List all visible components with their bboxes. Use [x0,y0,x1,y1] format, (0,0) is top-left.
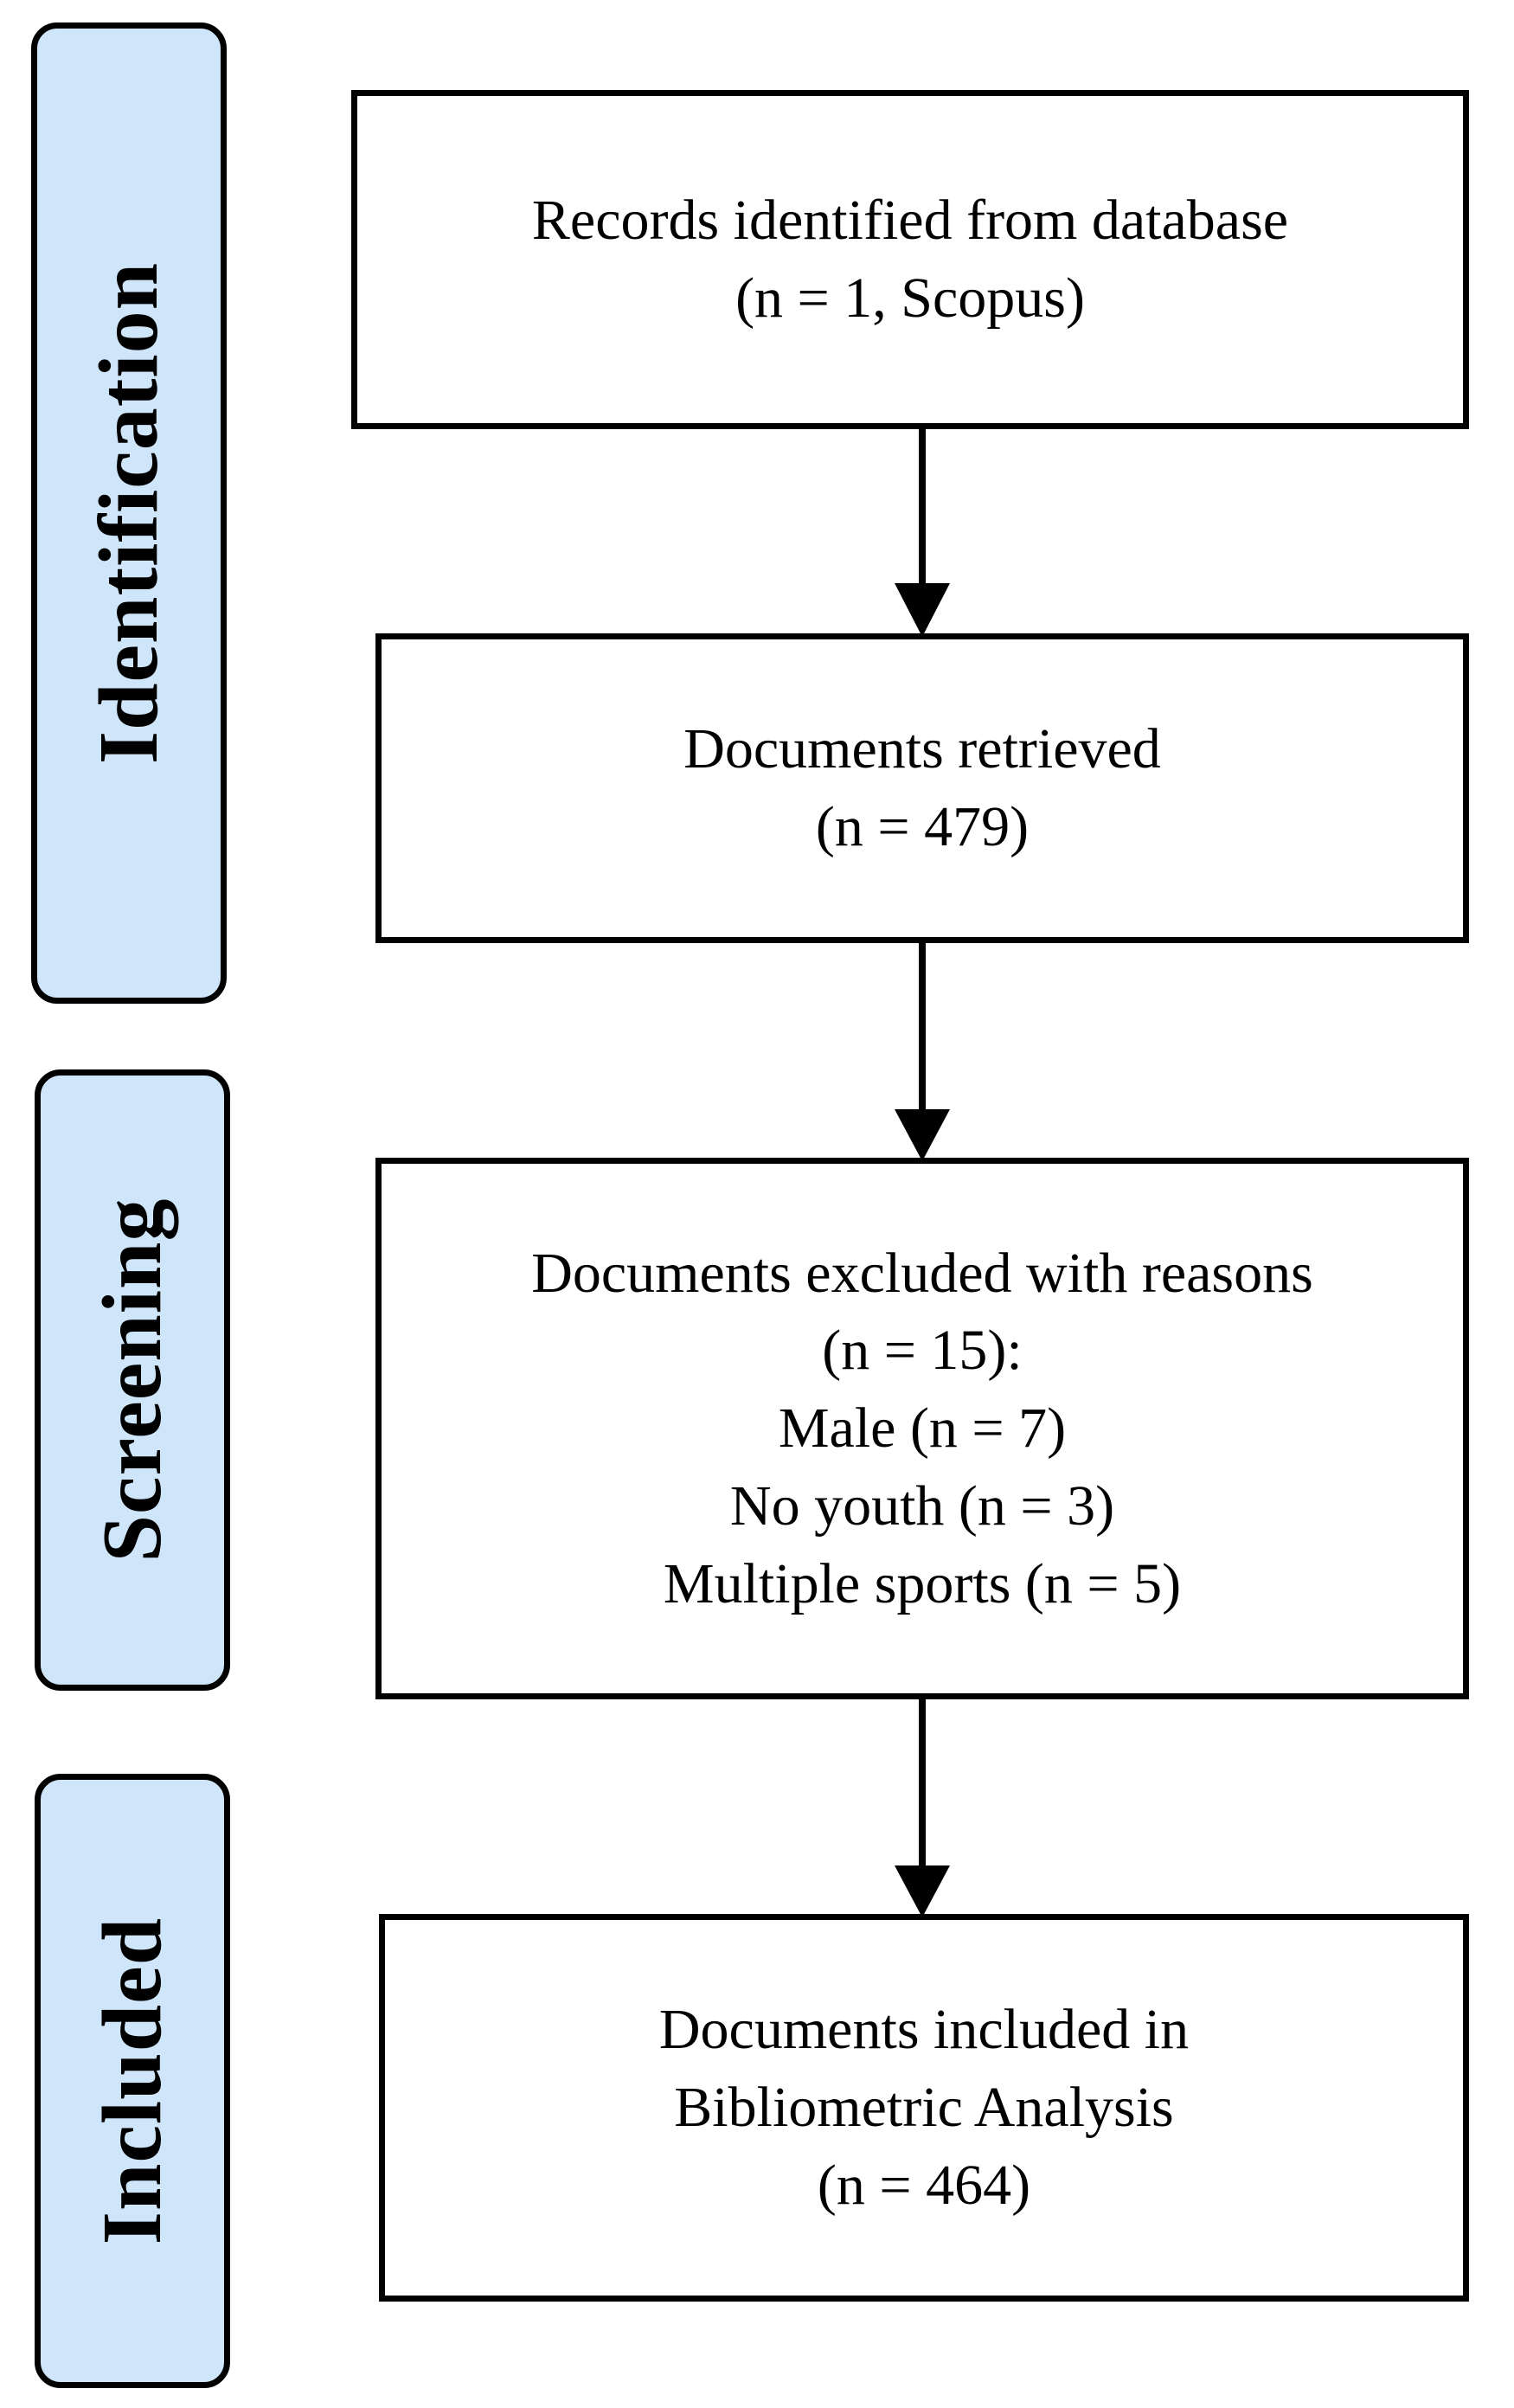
phase-included: Included [35,1774,230,2388]
excluded-reason-no-youth: No youth (n = 3) [729,1474,1115,1538]
arrow-2-head [895,1109,950,1161]
documents-included-text: Documents included in [658,1998,1190,2062]
phase-identification: Identification [31,22,227,1004]
documents-included-count: (n = 464) [817,2153,1031,2217]
flow-arrows [895,429,950,1917]
records-identified-box: Records identified from database (n = 1,… [351,90,1469,429]
arrow-3-head [895,1865,950,1917]
documents-retrieved-text: Documents retrieved [683,717,1161,781]
documents-excluded-count: (n = 15): [822,1319,1023,1383]
documents-excluded-box: Documents excluded with reasons (n = 15)… [375,1158,1469,1699]
phase-screening: Screening [35,1069,230,1691]
documents-retrieved-count: (n = 479) [815,795,1030,858]
excluded-reason-male: Male (n = 7) [778,1397,1067,1461]
excluded-reason-multiple-sports: Multiple sports (n = 5) [663,1551,1182,1615]
documents-retrieved-box: Documents retrieved (n = 479) [375,633,1469,943]
documents-included-box: Documents included in Bibliometric Analy… [379,1914,1469,2302]
documents-included-text-2: Bibliometric Analysis [674,2076,1174,2140]
prisma-flow-diagram: Identification Screening Included Record… [31,12,1485,2388]
arrow-1-head [895,583,950,637]
records-identified-text: Records identified from database [531,189,1289,253]
records-identified-count: (n = 1, Scopus) [735,266,1085,330]
documents-excluded-text: Documents excluded with reasons [531,1241,1313,1305]
